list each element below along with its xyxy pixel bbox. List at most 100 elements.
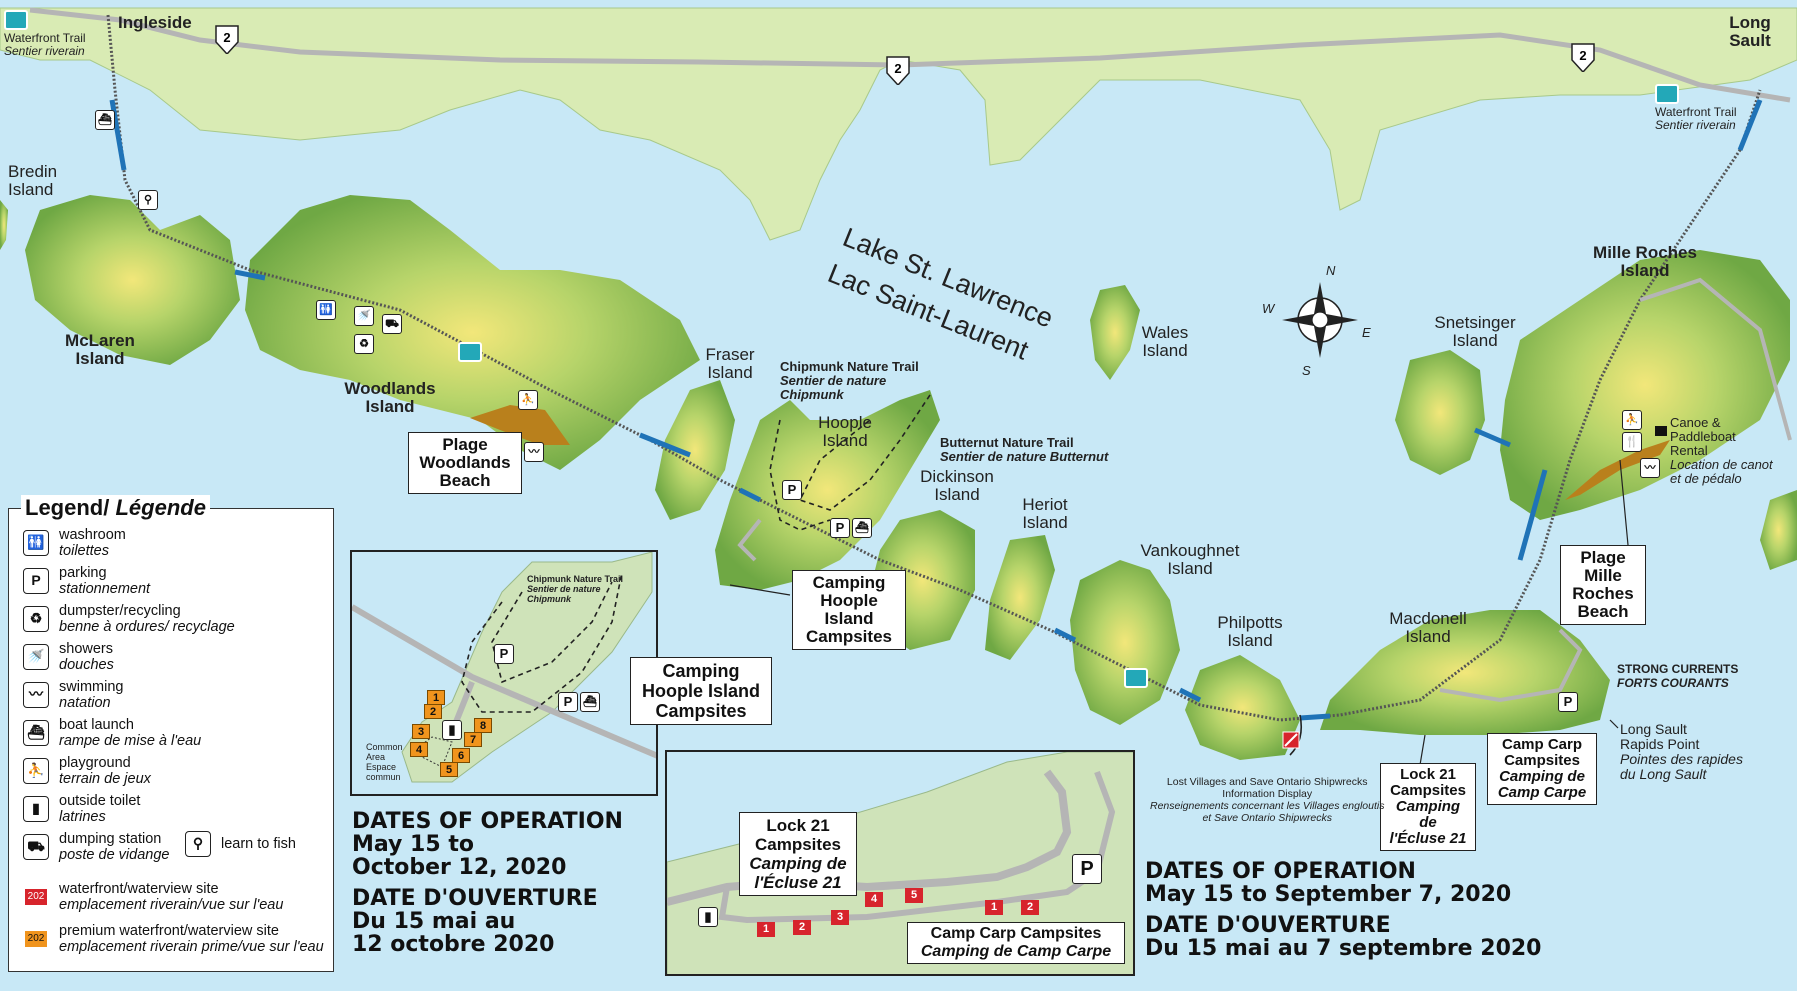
washroom-icon: 🚻: [23, 530, 49, 556]
campsite-marker[interactable]: 3: [412, 724, 430, 739]
campsite-marker[interactable]: 5: [440, 762, 458, 777]
island-label-hoople: Hoople Island: [818, 413, 872, 450]
washroom-icon: 🚻: [316, 300, 336, 320]
outhouse-icon: ▮: [698, 907, 718, 927]
outhouse-icon: ▮: [442, 720, 462, 740]
boat-launch-icon: ⛴: [852, 518, 872, 538]
campsite-marker[interactable]: 6: [452, 748, 470, 763]
island-label-mclaren: McLaren Island: [65, 331, 135, 368]
svg-text:2: 2: [223, 30, 230, 45]
legend-title: Legend/ Légende: [21, 495, 210, 521]
hoople-inset-map: [352, 552, 656, 783]
waterfront-trail-path: [106, 14, 1762, 722]
campsite-marker[interactable]: 2: [424, 704, 442, 719]
waterfront-trail-icon: [1124, 668, 1148, 688]
parking-icon: P: [782, 480, 802, 500]
lost-villages-label: Lost Villages and Save Ontario Shipwreck…: [1150, 776, 1385, 824]
woodlands-island-shape: [245, 195, 700, 470]
dumping-station-icon: ⛟: [382, 314, 402, 334]
waterfront-trail-icon: [4, 10, 28, 30]
waterfront-trail-icon: [1655, 84, 1679, 104]
recycling-icon: ♻: [23, 606, 49, 632]
bredin-island-shape: [0, 200, 8, 250]
highway-2-shield: 2: [1571, 43, 1595, 72]
parking-icon: P: [23, 568, 49, 594]
vankoughnet-island-shape: [1070, 560, 1180, 725]
wales-island-shape: [1090, 285, 1140, 380]
island-label-philpotts: Philpotts Island: [1217, 613, 1283, 650]
campsite-marker[interactable]: 3: [831, 910, 849, 925]
campsite-marker[interactable]: 1: [985, 900, 1003, 915]
island-label-macdonell: Macdonell Island: [1389, 609, 1467, 646]
parking-icon: P: [1558, 692, 1578, 712]
campsite-marker[interactable]: 5: [905, 888, 923, 903]
island-label-dickinson: Dickinson Island: [920, 467, 994, 504]
mille-roches-island-shape: [1500, 250, 1790, 520]
island-label-heriot: Heriot Island: [1022, 495, 1068, 532]
boat-launch-icon: ⛴: [580, 692, 600, 712]
waterfront-trail-icon: [458, 342, 482, 362]
philpotts-island-shape: [1185, 655, 1300, 760]
campsite-marker[interactable]: 8: [474, 718, 492, 733]
island-label-bredin: Bredin Island: [8, 162, 58, 199]
parking-icon: P: [558, 692, 578, 712]
outhouse-icon: ▮: [23, 796, 49, 822]
campsite-marker[interactable]: 1: [427, 690, 445, 705]
butternut-trail-path: [798, 394, 931, 511]
island-label-fraser: Fraser Island: [705, 345, 755, 382]
highway-2-shield: 2: [886, 56, 910, 85]
learn-to-fish-icon: ⚲: [138, 190, 158, 210]
dumping-station-icon: ⛟: [23, 834, 49, 860]
campsite-marker[interactable]: 7: [464, 732, 482, 747]
island-label-snetsinger: Snetsinger Island: [1434, 313, 1516, 350]
campsite-marker[interactable]: 4: [410, 742, 428, 757]
svg-text:2: 2: [1579, 48, 1586, 63]
playground-icon: ⛹: [518, 390, 538, 410]
campsite-marker[interactable]: 1: [757, 922, 775, 937]
compass-rose: [1282, 282, 1358, 358]
island-label-woodlands: Woodlands Island: [344, 379, 436, 416]
shower-icon: 🚿: [23, 644, 49, 670]
hoople-island-shape: [715, 390, 940, 590]
dates-lock21: DATES OF OPERATION May 15 to September 7…: [1145, 859, 1542, 961]
mainland-north: [0, 7, 1797, 241]
town-label-ingleside: Ingleside: [118, 13, 192, 32]
campsite-marker[interactable]: 2: [1021, 900, 1039, 915]
chipmunk-trail-path: [769, 419, 831, 531]
compass-e: E: [1362, 325, 1371, 340]
campsite-marker[interactable]: 2: [793, 920, 811, 935]
swimming-icon: 〰: [23, 682, 49, 708]
island-label-wales: Wales Island: [1141, 323, 1189, 360]
learn-to-fish-icon: ⚲: [185, 831, 211, 857]
heriot-island-shape: [985, 535, 1055, 660]
legend-item-learn-to-fish: ⚲learn to fish: [185, 831, 296, 857]
fraser-island-shape: [655, 380, 735, 520]
parking-icon: P: [1072, 854, 1102, 884]
campsite-marker[interactable]: 4: [865, 892, 883, 907]
playground-icon: ⛹: [1622, 410, 1642, 430]
compass-n: N: [1326, 263, 1336, 278]
